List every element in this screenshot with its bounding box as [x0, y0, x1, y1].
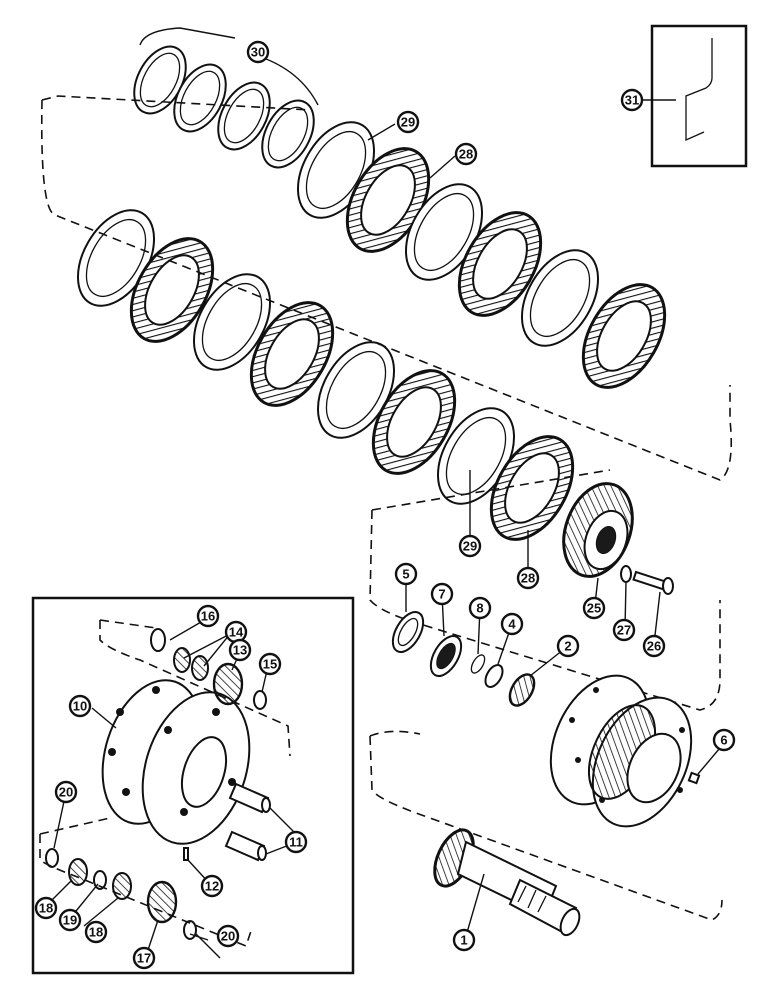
callout-label: 15	[263, 657, 277, 672]
callout-20-top: 20	[54, 780, 78, 804]
callout-25: 25	[582, 596, 606, 620]
callout-12: 12	[200, 874, 224, 898]
callout-29-top: 29	[396, 110, 420, 134]
callout-4: 4	[500, 612, 524, 636]
roll-pin-12	[183, 847, 189, 861]
callout-16: 16	[196, 604, 220, 628]
callout-28-top: 28	[454, 142, 478, 166]
snap-ring-8	[470, 654, 486, 674]
callout-18-left: 18	[34, 896, 58, 920]
callout-label: 14	[229, 625, 244, 640]
clutch-disc-pack	[40, 95, 733, 541]
input-shaft-1	[433, 828, 581, 937]
lower-gear-train	[39, 817, 253, 948]
callout-label: 19	[63, 913, 77, 928]
callout-19: 19	[58, 908, 82, 932]
set-screw-6	[687, 771, 701, 785]
callout-label: 6	[720, 733, 727, 748]
callout-label: 26	[647, 639, 661, 654]
upper-gear-train	[99, 619, 291, 757]
callout-18-right: 18	[84, 920, 108, 944]
thrust-bearing-2	[508, 673, 536, 707]
inset-frame-spring	[650, 24, 748, 168]
washer-27	[620, 565, 632, 583]
spring-31	[685, 38, 713, 142]
pins-11	[224, 782, 271, 862]
callout-6: 6	[712, 728, 736, 752]
callout-10: 10	[68, 694, 92, 718]
callout-label: 29	[401, 115, 415, 130]
shim-rings-30	[133, 27, 319, 169]
bolt-26	[632, 570, 674, 595]
callout-13: 13	[228, 638, 252, 662]
seal-5	[391, 611, 425, 653]
hub-dashed-envelope	[369, 469, 721, 711]
callout-27: 27	[612, 618, 636, 642]
callout-30: 30	[246, 40, 270, 64]
callout-label: 5	[402, 567, 409, 582]
callout-label: 8	[476, 601, 483, 616]
callout-label: 4	[508, 617, 516, 632]
callout-label: 1	[460, 933, 467, 948]
carrier-dashed-envelope	[369, 730, 723, 921]
callout-28-bottom: 28	[516, 566, 540, 590]
callout-label: 25	[587, 601, 601, 616]
callout-label: 29	[463, 539, 477, 554]
callout-29-bottom: 29	[458, 534, 482, 558]
callout-7: 7	[430, 582, 454, 606]
callout-8: 8	[468, 596, 492, 620]
callout-label: 18	[39, 901, 53, 916]
callout-label: 31	[625, 93, 639, 108]
carrier-housing-10	[101, 679, 251, 845]
callout-label: 10	[73, 699, 87, 714]
callout-5: 5	[394, 562, 418, 586]
callout-1: 1	[452, 928, 476, 952]
callout-17: 17	[132, 946, 156, 970]
callout-label: 2	[564, 639, 571, 654]
callout-14: 14	[224, 620, 248, 644]
callout-15: 15	[258, 652, 282, 676]
bearing-7	[429, 635, 463, 677]
callout-26: 26	[642, 634, 666, 658]
callout-label: 7	[438, 587, 445, 602]
callout-label: 20	[221, 929, 235, 944]
callout-label: 17	[137, 951, 151, 966]
callout-label: 30	[251, 45, 265, 60]
callout-label: 13	[233, 643, 247, 658]
callout-20-bottom: 20	[216, 924, 240, 948]
callout-11: 11	[284, 830, 308, 854]
inset-frame-carrier	[31, 596, 355, 975]
callout-label: 18	[89, 925, 103, 940]
callout-label: 28	[521, 571, 535, 586]
callout-label: 20	[59, 785, 73, 800]
callout-2: 2	[556, 634, 580, 658]
callout-label: 27	[617, 623, 631, 638]
callout-label: 11	[289, 835, 303, 850]
washer-4	[484, 664, 504, 688]
planet-carrier-assembly	[549, 674, 693, 828]
callout-label: 28	[459, 147, 473, 162]
callout-label: 16	[201, 609, 215, 624]
clutch-hub-25	[562, 482, 634, 578]
callout-31: 31	[620, 88, 644, 112]
callout-label: 12	[205, 879, 219, 894]
